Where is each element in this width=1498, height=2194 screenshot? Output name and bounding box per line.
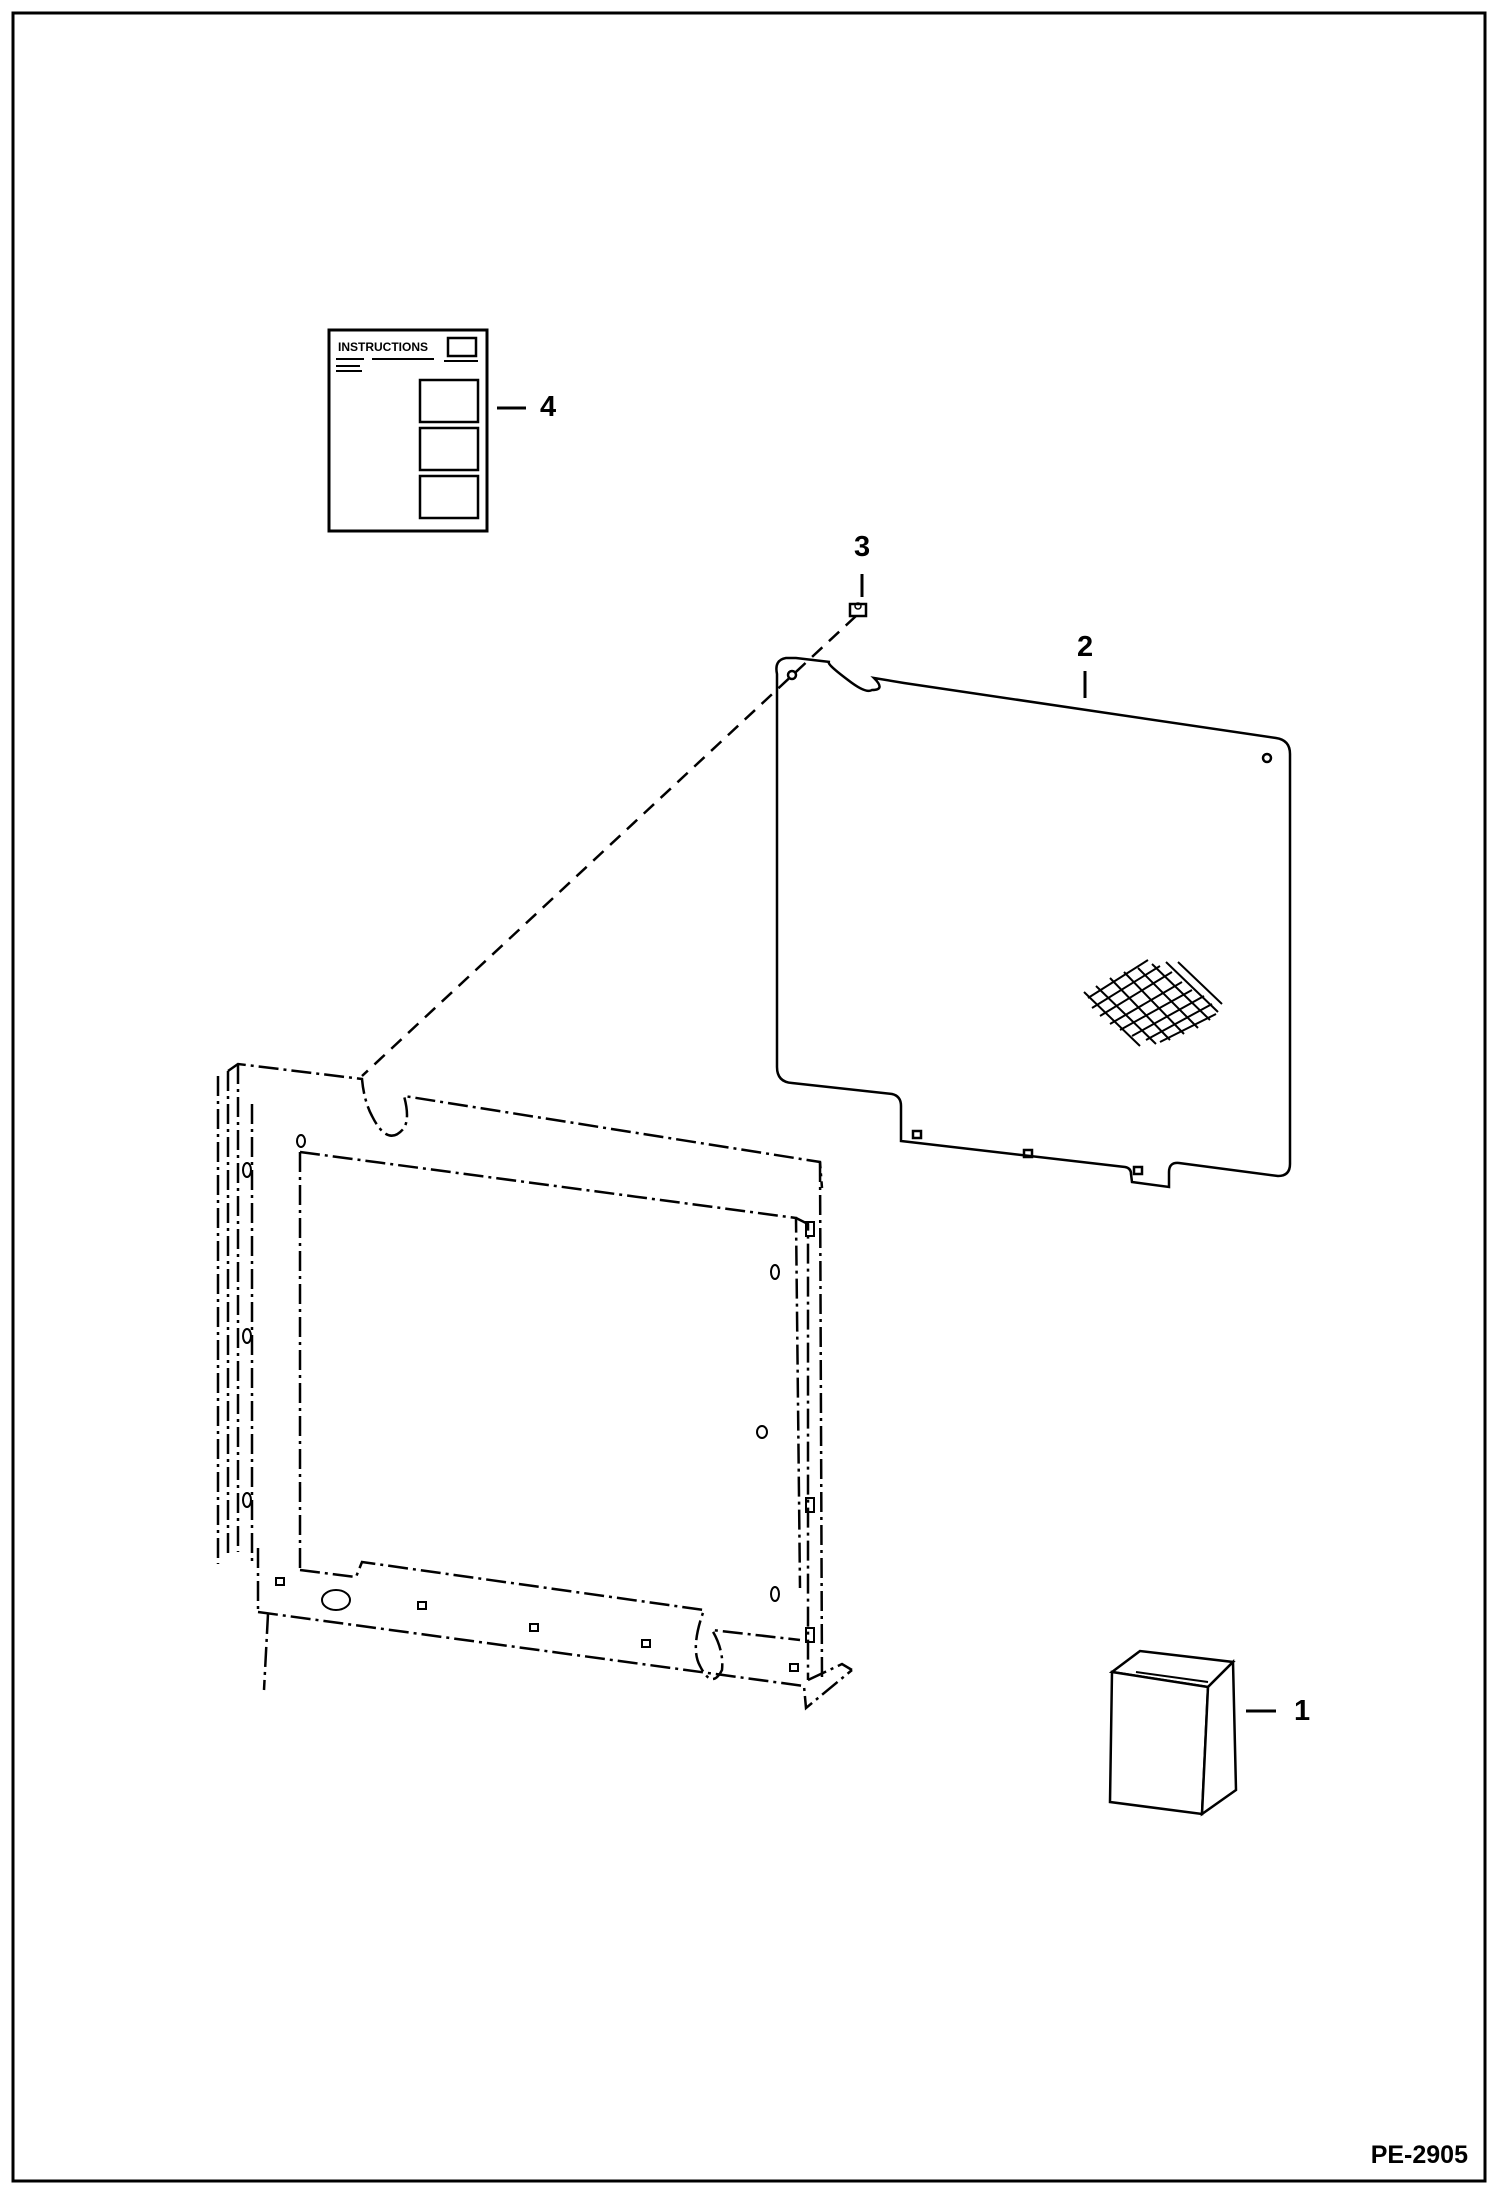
callout-1: 1 xyxy=(1294,1695,1311,1727)
screen-panel xyxy=(775,656,1292,1189)
frame-mounting-holes xyxy=(242,1134,815,1672)
radiator-frame xyxy=(216,1062,853,1711)
assembly-dashed-line xyxy=(361,615,857,1077)
callout-4: 4 xyxy=(540,391,557,423)
callout-2: 2 xyxy=(1077,631,1094,663)
instruction-sheet-title: INSTRUCTIONS xyxy=(338,340,428,354)
callout-3: 3 xyxy=(854,531,871,563)
instruction-sheet: INSTRUCTIONS xyxy=(327,328,489,533)
screen-mesh-detail xyxy=(1083,959,1223,1047)
page-border xyxy=(11,11,1487,2183)
parts-box xyxy=(1108,1649,1238,1817)
bolt-fastener xyxy=(848,602,868,618)
document-code: PE-2905 xyxy=(1370,2141,1468,2169)
